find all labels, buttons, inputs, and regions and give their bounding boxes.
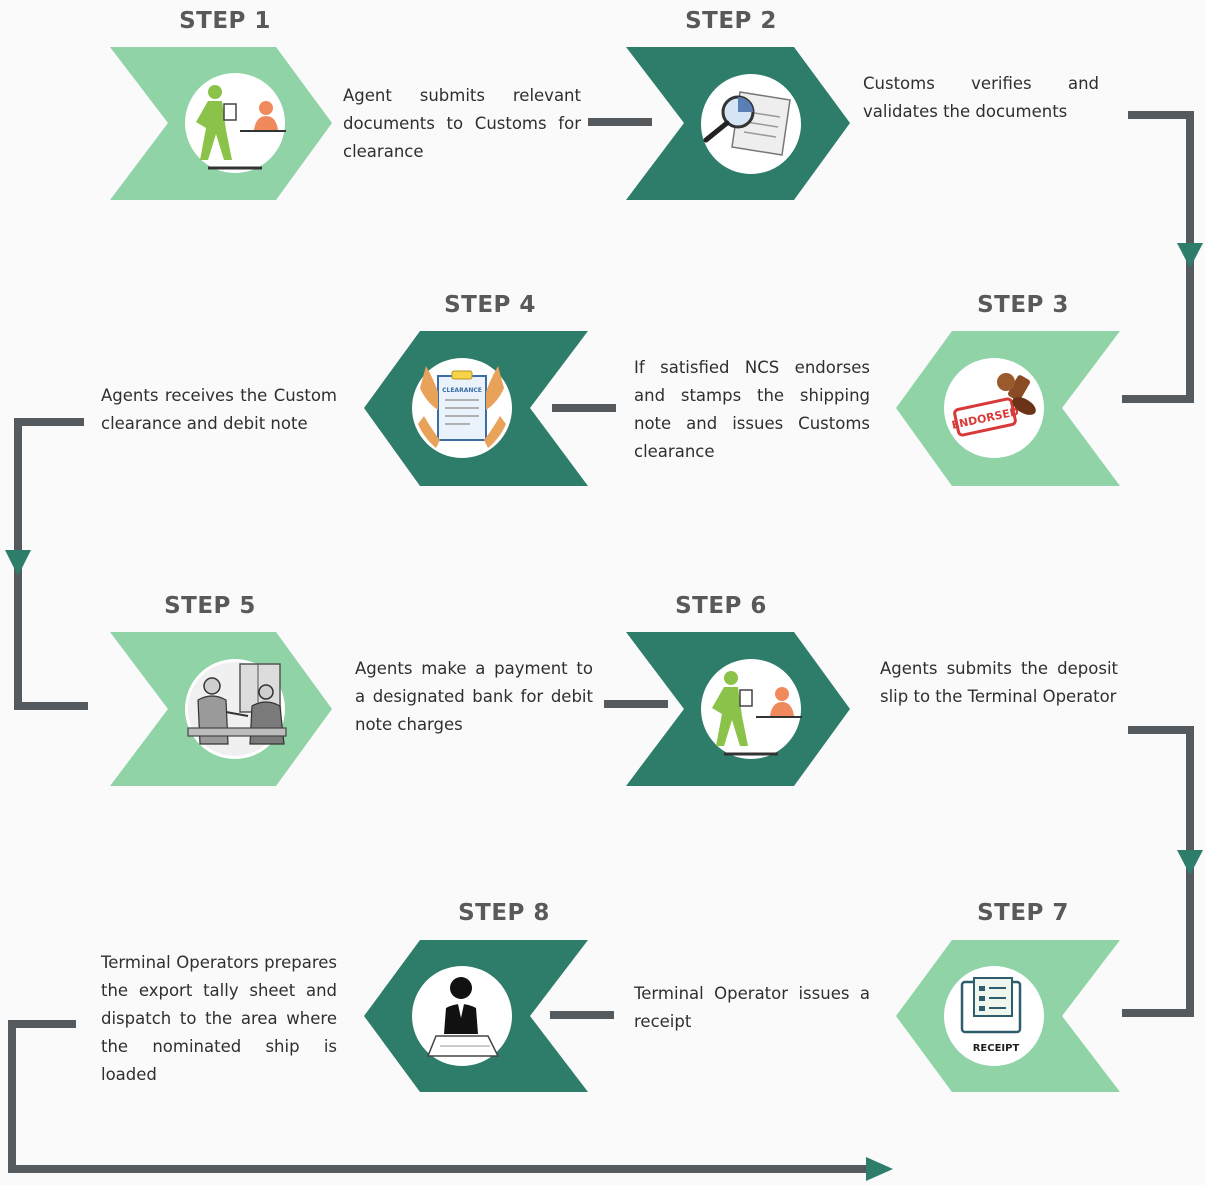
step-2-description: Customs verifies and validates the docum… bbox=[863, 74, 1099, 121]
step-3-title: STEP 3 bbox=[977, 292, 1069, 318]
down-arrow-icon bbox=[1177, 243, 1203, 268]
connector-8-end bbox=[8, 1020, 870, 1173]
right-arrow-icon bbox=[866, 1157, 893, 1181]
receipt-label: RECEIPT bbox=[973, 1043, 1020, 1054]
step-7-description: Terminal Operator issues a receipt bbox=[634, 984, 870, 1031]
connector-2-3 bbox=[1122, 111, 1194, 403]
connector-4-5 bbox=[14, 418, 88, 710]
clearance-document-icon: CLEARANCE bbox=[418, 366, 506, 448]
agent-at-counter-icon bbox=[712, 671, 802, 756]
receipt-icon: RECEIPT bbox=[960, 977, 1022, 1054]
step-2-title: STEP 2 bbox=[685, 8, 777, 34]
step-3-description: If satisfied NCS endorses and stamps the… bbox=[634, 358, 870, 461]
step-7-title: STEP 7 bbox=[977, 900, 1069, 926]
step-5-title: STEP 5 bbox=[164, 593, 256, 619]
step-8-title: STEP 8 bbox=[458, 900, 550, 926]
step-6-description: Agents submits the deposit slip to the T… bbox=[880, 659, 1118, 706]
document-magnifier-icon bbox=[703, 91, 791, 156]
connector-6-7 bbox=[1122, 726, 1194, 1017]
officer-at-desk-icon bbox=[426, 977, 500, 1057]
bank-counter-icon bbox=[187, 662, 287, 756]
step-5-description: Agents make a payment to a designated ba… bbox=[355, 659, 593, 734]
agent-at-counter-icon bbox=[196, 85, 286, 170]
step-4-description: Agents receives the Custom clearance and… bbox=[101, 386, 337, 433]
down-arrow-icon bbox=[5, 550, 31, 576]
step-8-description: Terminal Operators prepares the export t… bbox=[101, 953, 337, 1084]
down-arrow-icon bbox=[1177, 850, 1203, 875]
step-1-description: Agent submits relevant documents to Cust… bbox=[343, 86, 581, 161]
step-4-title: STEP 4 bbox=[444, 292, 536, 318]
step-1-title: STEP 1 bbox=[179, 8, 271, 34]
doc-heading: CLEARANCE bbox=[442, 387, 482, 394]
step-6-title: STEP 6 bbox=[675, 593, 767, 619]
